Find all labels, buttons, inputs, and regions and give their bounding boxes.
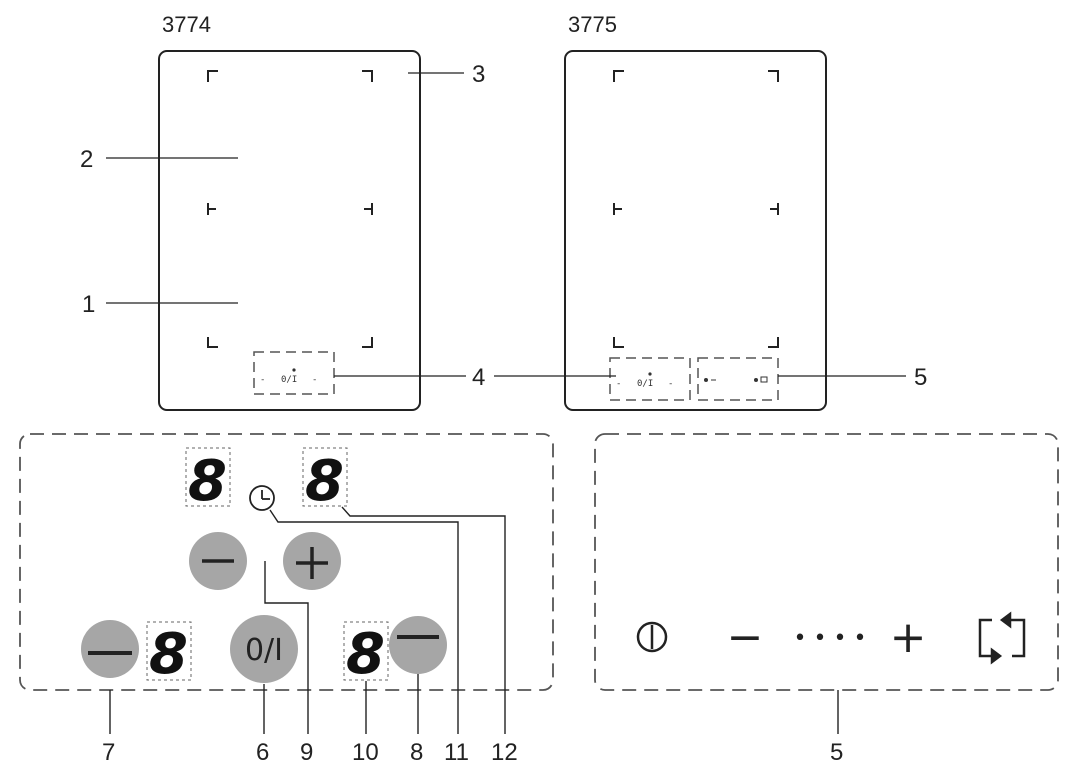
- svg-text:-: -: [260, 375, 265, 385]
- callout-lines-panel: [109, 506, 506, 734]
- display-zone-rear: 8: [185, 447, 231, 514]
- control-panel-3775: [594, 433, 1059, 691]
- callout-4: 4: [472, 364, 485, 391]
- svg-text:-: -: [312, 375, 317, 385]
- power-on-off-button[interactable]: 0/I: [230, 615, 298, 683]
- callout-10: 10: [352, 739, 379, 766]
- model-label-3774: 3774: [162, 12, 211, 37]
- svg-text:-: -: [668, 379, 673, 389]
- svg-text:8: 8: [188, 449, 227, 514]
- zone-left-minus-button[interactable]: [81, 620, 139, 678]
- model-label-3775: 3775: [568, 12, 617, 37]
- control-area-3775-b: [697, 357, 779, 401]
- clock-icon: [249, 485, 275, 511]
- callout-7: 7: [102, 739, 115, 766]
- control-panel-3774: [19, 433, 554, 691]
- bridge-icon[interactable]: [978, 611, 1026, 665]
- callout-8: 8: [410, 739, 423, 766]
- svg-text:0/I: 0/I: [281, 375, 297, 385]
- callout-lines-top: [106, 72, 906, 377]
- power-icon[interactable]: [636, 621, 668, 653]
- display-timer: 8: [302, 447, 348, 514]
- callout-12: 12: [491, 739, 518, 766]
- svg-text:8: 8: [305, 449, 344, 514]
- svg-text:8: 8: [149, 622, 188, 687]
- power-button-label: 0/I: [245, 633, 283, 668]
- callout-11: 11: [444, 739, 469, 766]
- zone-markers-3774: [207, 70, 373, 348]
- slider-dots[interactable]: • • • •: [794, 626, 867, 651]
- slider-plus-symbol[interactable]: +: [890, 612, 927, 663]
- callout-9: 9: [300, 739, 313, 766]
- display-zone-right: 8: [343, 621, 389, 687]
- hob-3774-outline: [158, 50, 421, 411]
- callout-2: 2: [80, 146, 93, 173]
- callout-5-bottom: 5: [830, 739, 843, 766]
- svg-text:0/I: 0/I: [637, 379, 653, 389]
- zone-markers-3775: [613, 70, 779, 348]
- svg-text:8: 8: [346, 622, 385, 687]
- control-area-3775-a: - 0/I -: [609, 357, 691, 401]
- callout-5-top: 5: [914, 364, 927, 391]
- control-area-3774: - 0/I -: [253, 351, 335, 395]
- callout-6: 6: [256, 739, 269, 766]
- zone-right-minus-button[interactable]: [389, 616, 447, 674]
- callout-3: 3: [472, 61, 485, 88]
- callout-1: 1: [82, 291, 95, 318]
- display-zone-left: 8: [146, 621, 192, 687]
- slider-minus-symbol[interactable]: −: [727, 612, 764, 663]
- timer-plus-button[interactable]: [283, 532, 341, 590]
- svg-text:-: -: [616, 379, 621, 389]
- hob-3775-outline: [564, 50, 827, 411]
- timer-minus-button[interactable]: [189, 532, 247, 590]
